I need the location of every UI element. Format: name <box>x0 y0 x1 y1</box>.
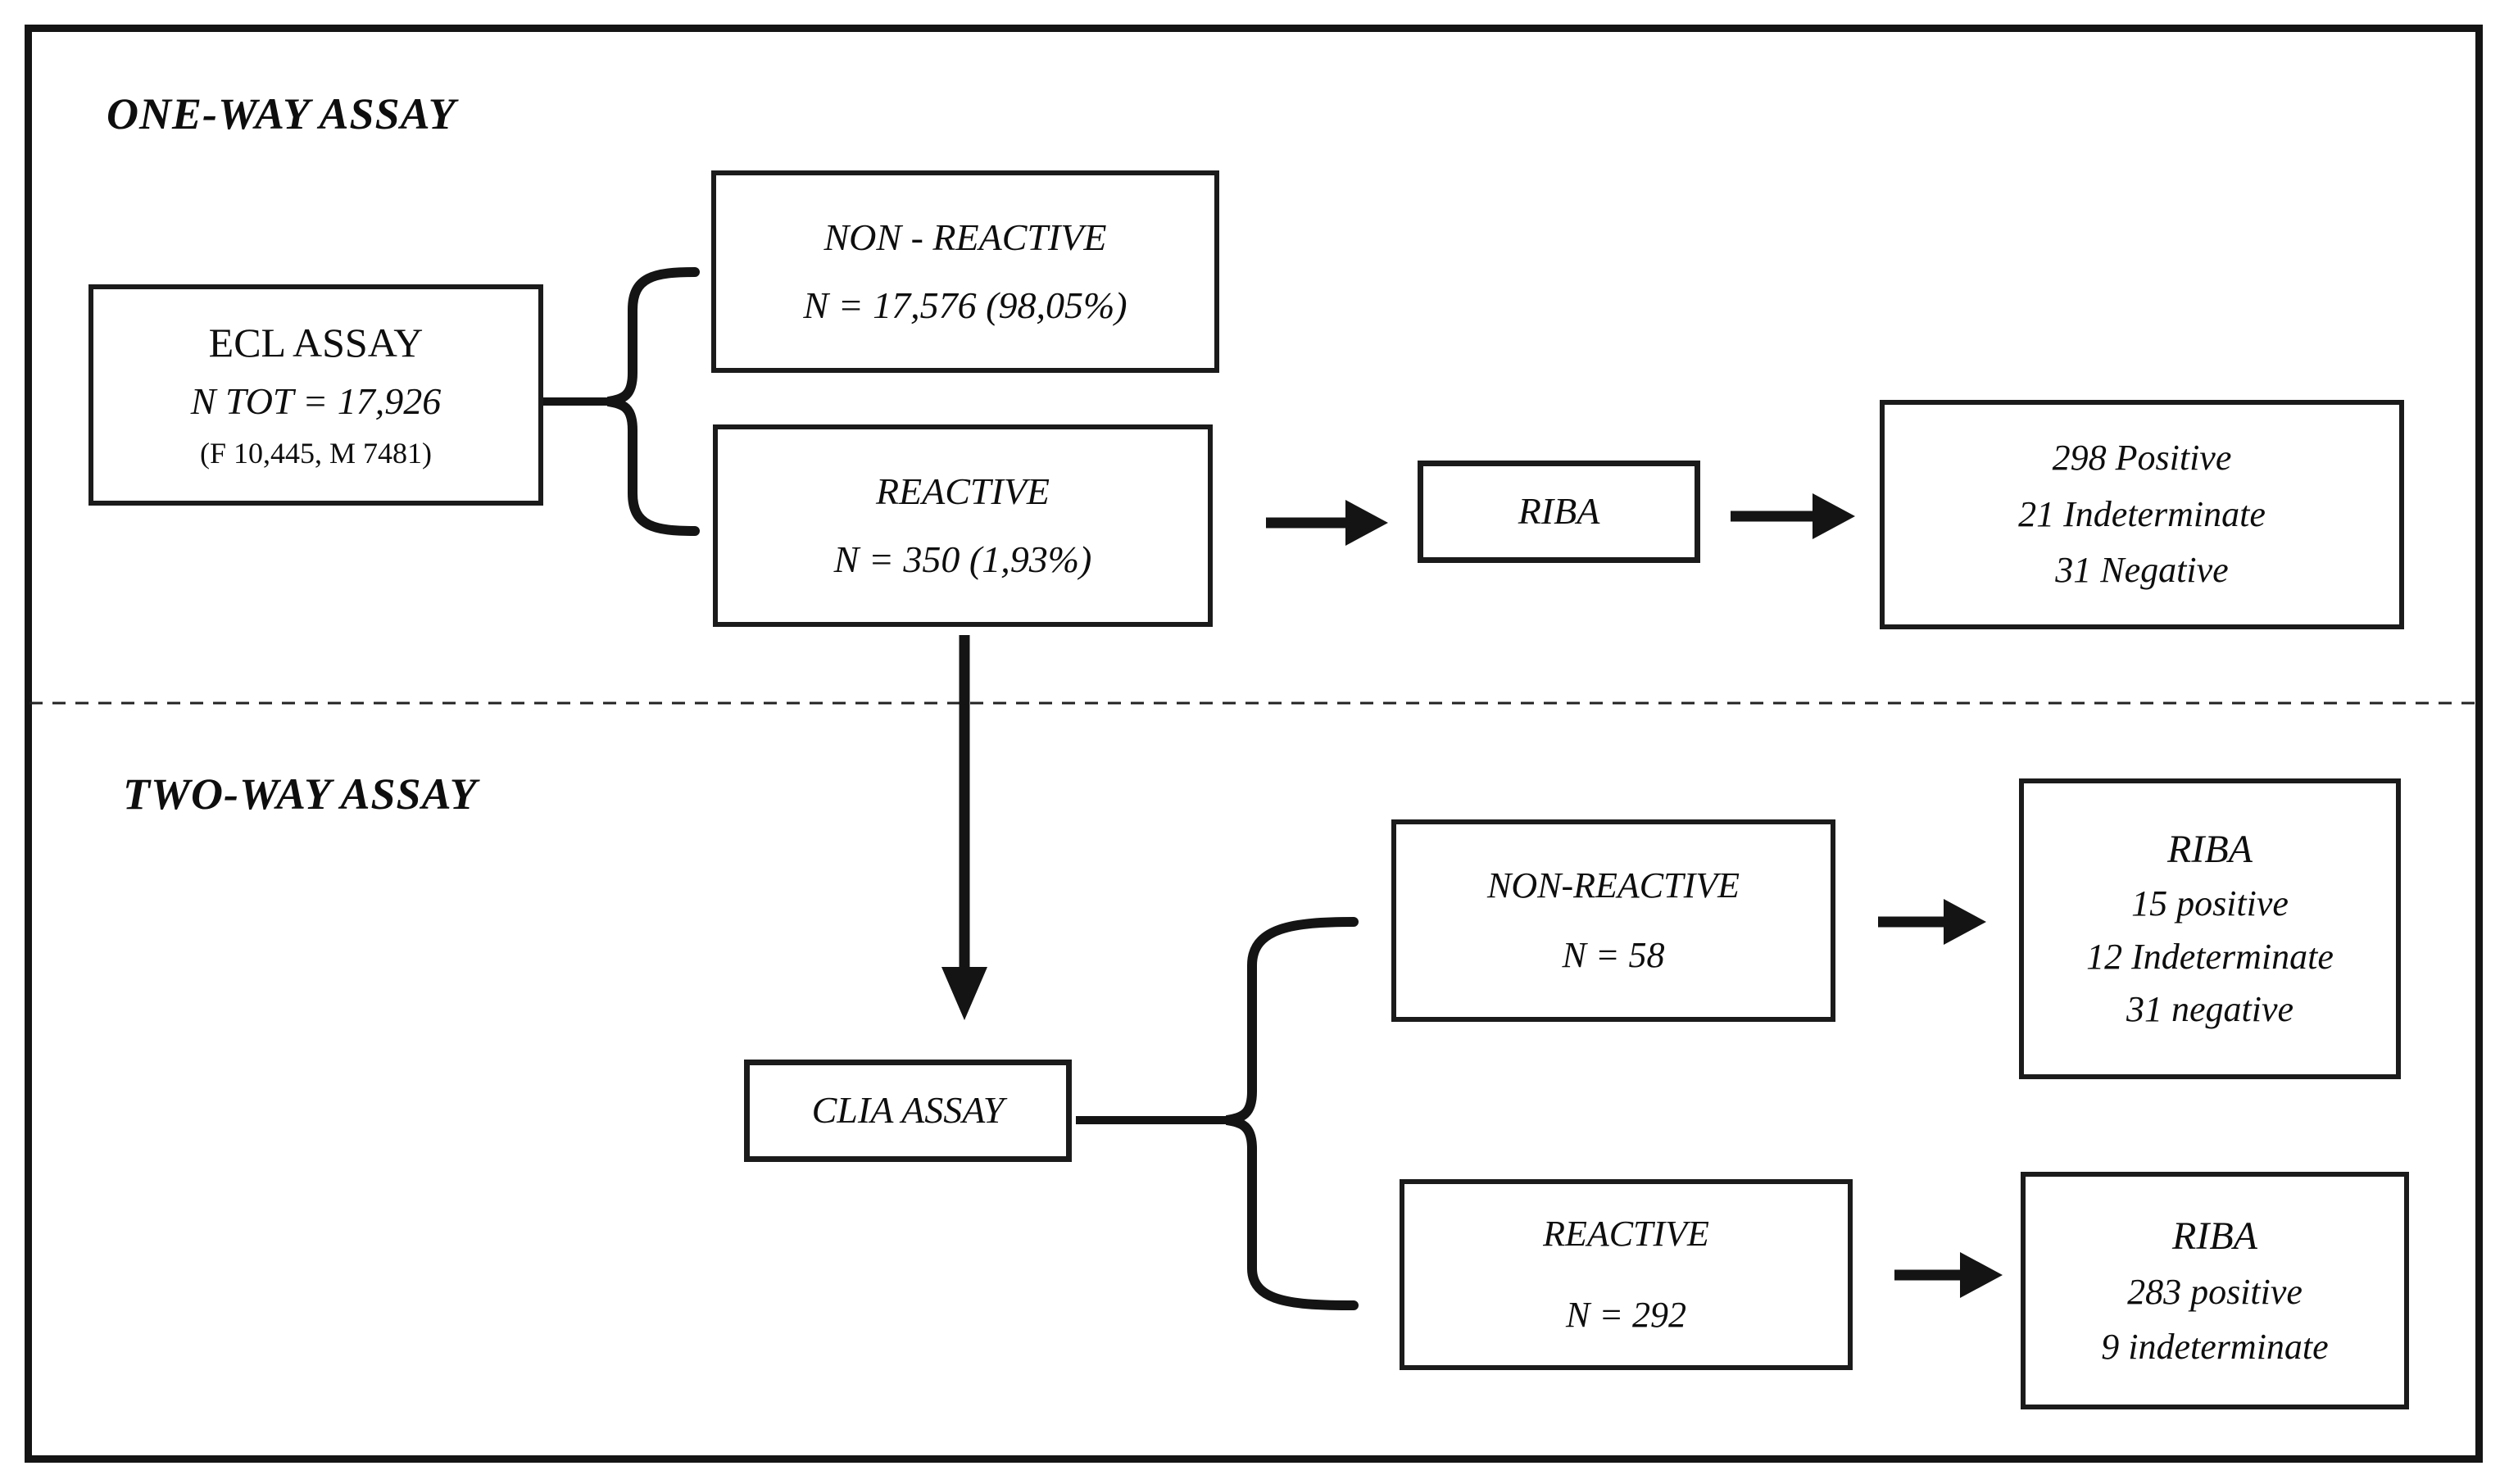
one-way-assay-title: ONE-WAY ASSAY <box>107 89 456 138</box>
riba-result-negative: 31 Negative <box>2055 550 2229 591</box>
node-two-way-riba-reactive-results: RIBA 283 positive 9 indeterminate <box>2021 1172 2409 1409</box>
riba-result-positive: 298 Positive <box>2052 438 2232 479</box>
reactive-label: REACTIVE <box>875 470 1050 512</box>
riba-result-positive: 15 positive <box>2131 883 2289 924</box>
non-reactive-count: N = 58 <box>1562 934 1665 975</box>
two-way-assay-title: TWO-WAY ASSAY <box>123 769 478 819</box>
reactive-count: N = 350 (1,93%) <box>833 538 1092 580</box>
node-one-way-reactive: REACTIVE N = 350 (1,93%) <box>713 424 1213 627</box>
node-one-way-non-reactive: NON - REACTIVE N = 17,576 (98,05%) <box>711 170 1219 373</box>
non-reactive-label: NON - REACTIVE <box>823 216 1107 258</box>
ecl-assay-sex-breakdown: (F 10,445, M 7481) <box>199 436 432 470</box>
node-two-way-non-reactive: NON-REACTIVE N = 58 <box>1391 819 1835 1022</box>
non-reactive-label: NON-REACTIVE <box>1487 865 1740 905</box>
riba-result-indeterminate: 9 indeterminate <box>2101 1326 2329 1367</box>
ecl-assay-name: ECL ASSAY <box>208 320 424 366</box>
node-ecl-assay: ECL ASSAY N TOT = 17,926 (F 10,445, M 74… <box>88 284 543 506</box>
ecl-assay-total: N TOT = 17,926 <box>190 379 442 422</box>
node-two-way-reactive: REACTIVE N = 292 <box>1400 1179 1853 1370</box>
reactive-label: REACTIVE <box>1543 1213 1709 1254</box>
riba-label: RIBA <box>1518 490 1600 533</box>
node-two-way-riba-nonreactive-results: RIBA 15 positive 12 Indeterminate 31 neg… <box>2019 778 2401 1079</box>
non-reactive-count: N = 17,576 (98,05%) <box>803 284 1127 326</box>
clia-assay-name: CLIA ASSAY <box>811 1089 1005 1132</box>
riba-title: RIBA <box>2172 1214 2257 1258</box>
node-one-way-riba-results: 298 Positive 21 Indeterminate 31 Negativ… <box>1880 400 2404 629</box>
node-one-way-riba: RIBA <box>1418 461 1700 563</box>
riba-result-negative: 31 negative <box>2126 989 2294 1030</box>
reactive-count: N = 292 <box>1565 1294 1687 1335</box>
riba-result-indeterminate: 12 Indeterminate <box>2086 936 2334 977</box>
riba-result-indeterminate: 21 Indeterminate <box>2018 493 2266 534</box>
riba-result-positive: 283 positive <box>2127 1272 2303 1312</box>
riba-title: RIBA <box>2167 828 2253 872</box>
node-clia-assay: CLIA ASSAY <box>744 1060 1072 1162</box>
